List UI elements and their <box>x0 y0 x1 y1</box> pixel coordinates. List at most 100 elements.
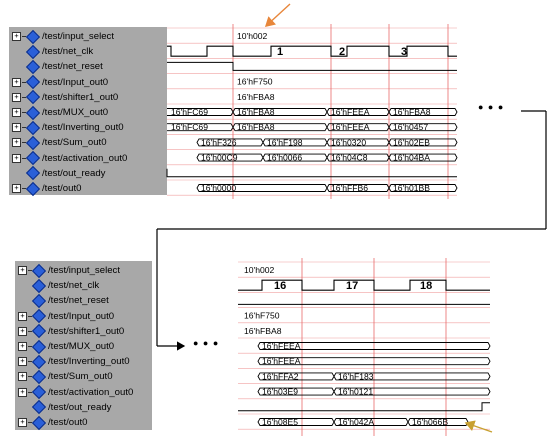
expand-icon[interactable]: + <box>12 32 21 41</box>
signal-name: /test/Inverting_out0 <box>42 122 124 134</box>
signal-name: /test/input_select <box>42 31 114 42</box>
select-value: 10'h002 <box>244 265 275 275</box>
tree-line <box>22 157 26 159</box>
signal-row[interactable]: + /test/MUX_out0 <box>15 339 114 354</box>
tree-line <box>22 127 26 129</box>
inverting-value: 16'hFEEA <box>262 356 301 366</box>
signal-row[interactable]: /test/net_clk <box>15 278 99 293</box>
inverting-value: 16'hFC69 <box>171 122 208 132</box>
out-value: 16'h01BB <box>393 183 430 193</box>
ellipsis-top: ● ● ● <box>478 102 505 112</box>
expand-icon[interactable]: + <box>18 342 27 351</box>
clock-wave <box>238 279 490 291</box>
tree-line <box>22 188 26 189</box>
signal-name: /test/Input_out0 <box>42 76 109 88</box>
signal-row[interactable]: +/test/MUX_out0 <box>9 105 108 120</box>
clock-cycle-label: 18 <box>420 280 432 292</box>
tree-line <box>28 270 32 271</box>
signal-row[interactable]: +/test/Sum_out0 <box>9 135 107 150</box>
signal-name: /test/input_select <box>48 265 120 276</box>
sum-value-bus <box>388 138 458 147</box>
expand-icon[interactable]: + <box>12 153 21 163</box>
highlight-arrow-top <box>264 3 291 27</box>
expand-icon[interactable]: + <box>18 326 27 336</box>
inverting-value: 16'hFEEA <box>331 122 370 132</box>
signal-row[interactable]: +/test/out0 <box>9 181 81 196</box>
signal-row[interactable]: + /test/out0 <box>15 415 87 430</box>
expand-icon[interactable]: + <box>18 372 27 382</box>
expand-icon[interactable]: + <box>18 266 27 275</box>
tree-line <box>22 96 26 98</box>
signal-row[interactable]: /test/net_reset <box>9 59 103 74</box>
expand-icon[interactable]: + <box>12 92 21 102</box>
expand-icon[interactable]: + <box>12 77 21 87</box>
activation-value: 16'h04C8 <box>331 153 368 163</box>
sum-value: 16'hF198 <box>267 137 303 147</box>
sum-value: 16'h02EB <box>393 137 430 147</box>
signal-row[interactable]: + /test/Sum_out0 <box>15 369 113 384</box>
clock-cycle-label: 16 <box>274 280 286 292</box>
reset-wave <box>167 61 457 71</box>
out-value: 16'h0000 <box>201 183 236 193</box>
input-value: 16'hF750 <box>244 311 280 321</box>
ellipsis-bottom: ● ● ● <box>193 338 220 348</box>
signal-row[interactable]: /test/net_reset <box>15 293 109 308</box>
sum-value: 16'hFFA2 <box>262 371 299 381</box>
signal-row[interactable]: +/test/activation_out0 <box>9 151 127 166</box>
clock-cycle-label: 2 <box>339 46 345 58</box>
signal-row[interactable]: /test/out_ready <box>15 400 111 415</box>
signal-row[interactable]: /test/out_ready <box>9 166 105 181</box>
inverting-value-bus <box>257 357 491 366</box>
activation-value: 16'h00C9 <box>201 153 238 163</box>
expand-icon[interactable]: + <box>12 138 21 148</box>
signal-row[interactable]: /test/net_clk <box>9 44 93 59</box>
signal-name: /test/shifter1_out0 <box>48 325 125 337</box>
expand-icon[interactable]: + <box>12 184 21 193</box>
out-ready-wave <box>238 402 490 412</box>
expand-icon[interactable]: + <box>12 123 21 133</box>
clock-cycle-label: 17 <box>346 280 358 292</box>
signal-row[interactable]: + /test/Inverting_out0 <box>9 120 124 135</box>
tree-line <box>22 112 26 113</box>
signal-row[interactable]: + /test/Input_out0 <box>9 75 108 90</box>
expand-icon[interactable]: + <box>18 357 27 367</box>
signal-row[interactable]: + /test/input_select <box>15 263 120 278</box>
sum-value: 16'hF326 <box>201 137 237 147</box>
expand-icon[interactable]: + <box>18 387 27 397</box>
mux-value-bus <box>257 342 491 350</box>
clock-wave <box>167 45 457 57</box>
input-value: 16'hF750 <box>237 77 273 87</box>
signal-row[interactable]: + /test/Inverting_out0 <box>15 354 130 369</box>
tree-line <box>22 81 26 83</box>
activation-value-bus <box>388 153 458 162</box>
expand-icon[interactable]: + <box>18 311 27 321</box>
select-value: 10'h002 <box>237 31 268 41</box>
signal-name: /test/MUX_out0 <box>48 341 115 352</box>
signal-row[interactable]: + /test/shifter1_out0 <box>15 324 124 339</box>
out-value: 16'h042A <box>338 417 374 427</box>
tree-line <box>28 361 32 363</box>
connector-path <box>156 110 547 351</box>
signal-row[interactable]: +/test/activation_out0 <box>15 385 133 400</box>
signal-name: /test/net_clk <box>48 280 100 292</box>
out-value: 16'h066B <box>412 417 448 427</box>
tree-line <box>28 346 32 347</box>
signal-row[interactable]: +/test/shifter1_out0 <box>9 90 118 105</box>
clock-cycle-label: 1 <box>277 46 283 58</box>
mux-value: 16'hFEEA <box>331 107 370 117</box>
signal-name: /test/Inverting_out0 <box>48 356 130 368</box>
mux-value-bus <box>388 108 458 116</box>
expand-icon[interactable]: + <box>18 418 27 427</box>
signal-row[interactable]: + /test/input_select <box>9 29 114 44</box>
sum-value: 16'h0320 <box>331 137 366 147</box>
tree-line <box>22 142 26 144</box>
expand-icon[interactable]: + <box>12 108 21 117</box>
signal-name: /test/Sum_out0 <box>48 371 113 383</box>
tree-line <box>28 391 32 393</box>
signal-row[interactable]: +/test/Input_out0 <box>15 309 114 324</box>
signal-name: /test/out0 <box>48 417 88 428</box>
mux-value: 16'hFEEA <box>262 341 301 351</box>
tree-line <box>22 36 26 37</box>
